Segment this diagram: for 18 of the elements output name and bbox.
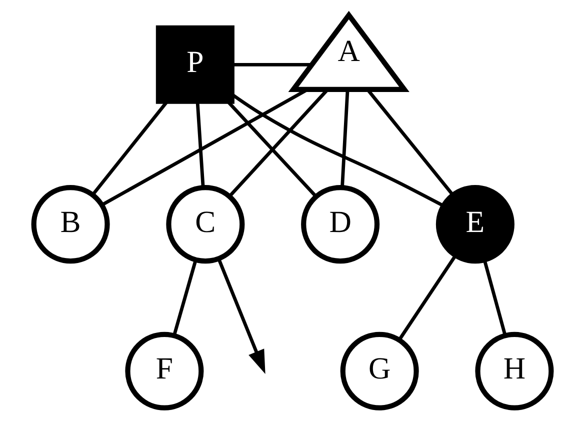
connector [397, 254, 456, 341]
node-circle: G [340, 332, 418, 410]
connector [231, 93, 444, 208]
node-circle: F [124, 332, 204, 410]
node-box: P [155, 25, 234, 104]
node-circle: B [30, 185, 110, 264]
connector [91, 100, 168, 196]
connector [195, 102, 204, 188]
arrow [216, 258, 265, 374]
node-circle: E [435, 185, 514, 264]
connector [482, 260, 506, 336]
node-circle: H [474, 332, 554, 410]
connector [232, 62, 312, 66]
node-circle: D [300, 185, 380, 264]
connector [172, 260, 197, 336]
node-circle: C [166, 185, 244, 264]
connector [340, 89, 349, 188]
connector [226, 100, 317, 198]
